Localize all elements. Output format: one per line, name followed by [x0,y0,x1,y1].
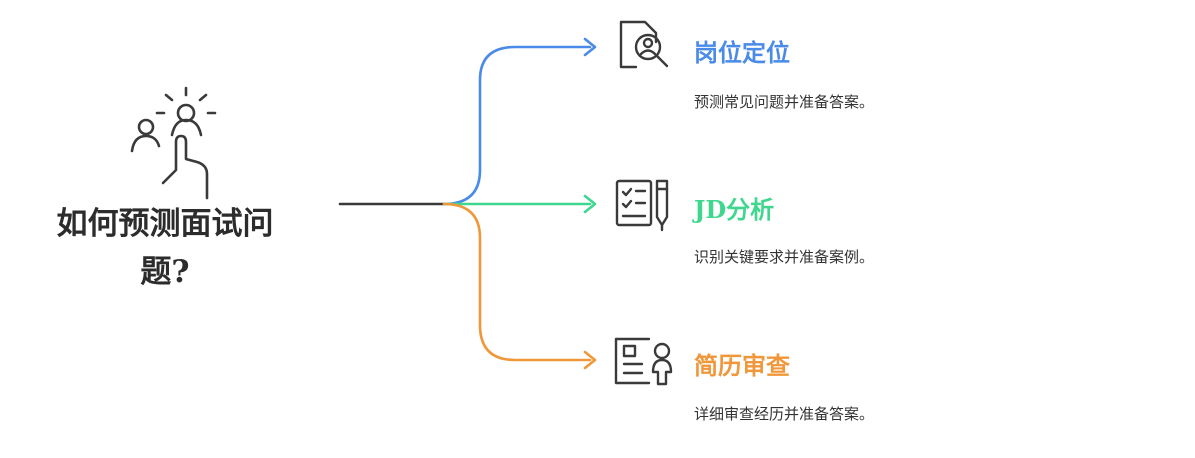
people-pointing-icon [130,86,217,200]
branch-arrow-3 [583,350,597,370]
branch-arrow-1 [583,37,597,57]
branch-title-1: 岗位定位 [694,38,790,67]
branch-arrow-2 [583,194,597,214]
branch-description-2: 识别关键要求并准备案例。 [694,248,875,266]
branch-connector-3 [442,202,592,362]
person-search-icon [619,20,669,69]
branch-connector-1 [442,45,592,206]
branch-title-3: 简历审查 [694,351,790,380]
branch-description-3: 详细审查经历并准备答案。 [694,405,875,423]
branch-title-2: JD分析 [694,195,775,224]
checklist-pen-icon [615,179,669,232]
root-title: 如何预测面试问题? [56,206,274,290]
resume-person-icon [614,337,673,386]
branch-description-1: 预测常见问题并准备答案。 [694,93,875,111]
